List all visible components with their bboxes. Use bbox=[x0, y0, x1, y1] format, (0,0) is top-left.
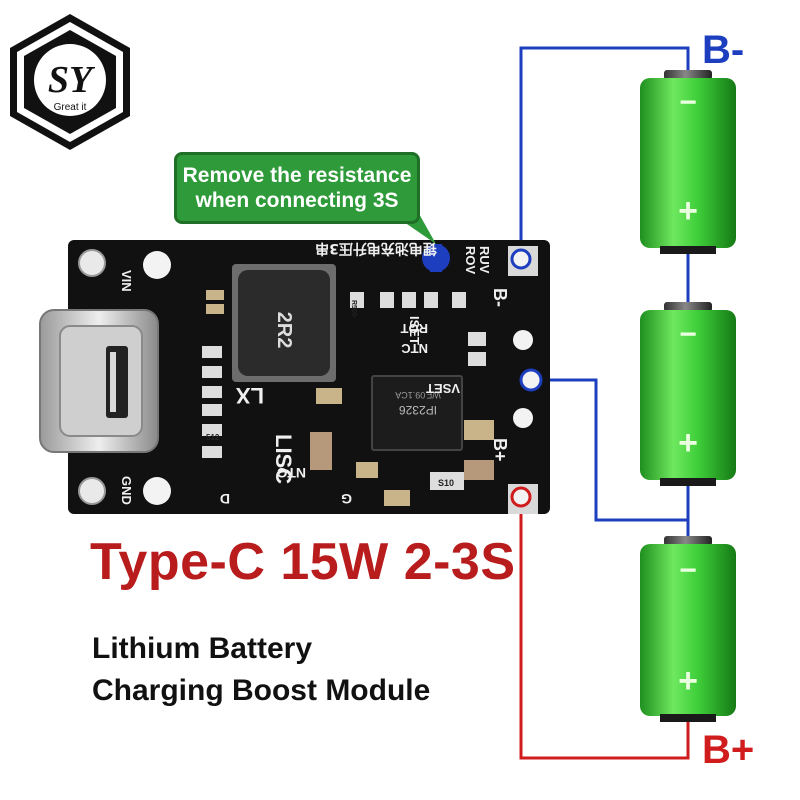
battery-1-plus: + bbox=[678, 192, 698, 230]
silk-s10: S10 bbox=[438, 478, 454, 488]
silk-ntc: NTC bbox=[277, 465, 306, 481]
silk-512: 512 bbox=[206, 433, 220, 442]
main-ic: IP2326 WF.09.1CA bbox=[371, 375, 463, 451]
smd-components bbox=[202, 244, 494, 506]
terminal-negative-label: B- bbox=[702, 28, 745, 72]
callout-line-1: Remove the resistance bbox=[182, 164, 412, 187]
inductor-marking: 2R2 bbox=[273, 312, 295, 349]
brand-logo: SY Great it bbox=[10, 14, 130, 150]
battery-1: − + bbox=[640, 70, 736, 254]
silk-rot: ROT bbox=[401, 321, 429, 336]
pad-mid-3 bbox=[513, 408, 533, 428]
battery-3-plus: + bbox=[678, 662, 698, 700]
hole-mid-top bbox=[143, 251, 171, 279]
hole-bottom-left bbox=[78, 477, 106, 505]
pcb-board: 2R2 IP2326 WF.09.1CA bbox=[39, 240, 550, 514]
silk-r500: R500 bbox=[350, 300, 357, 317]
battery-3-minus: − bbox=[679, 554, 697, 587]
wire-b-plus bbox=[519, 500, 690, 760]
battery-2-plus: + bbox=[678, 424, 698, 462]
battery-1-minus: − bbox=[679, 86, 697, 119]
subtitle-line-1: Lithium Battery bbox=[92, 632, 313, 665]
silk-vin: VIN bbox=[119, 270, 134, 292]
hole-mid-bottom bbox=[143, 477, 171, 505]
inductor: 2R2 bbox=[232, 264, 336, 382]
battery-3: − + bbox=[640, 536, 736, 722]
hole-top-left bbox=[78, 249, 106, 277]
silk-iset: ISET bbox=[407, 316, 422, 345]
ic-marking: IP2326 bbox=[399, 403, 437, 417]
silk-vset: VSET bbox=[426, 381, 460, 396]
battery-2: − + bbox=[640, 302, 736, 486]
brand-tagline: Great it bbox=[54, 102, 87, 113]
silk-b-minus: B- bbox=[490, 288, 510, 307]
silk-ntc-2: NTC bbox=[401, 341, 428, 356]
pad-mid-2 bbox=[519, 368, 543, 392]
subtitle-line-2: Charging Boost Module bbox=[92, 674, 431, 707]
headline: Type-C 15W 2-3S bbox=[90, 533, 516, 591]
usb-c-port bbox=[39, 309, 159, 453]
silk-lx: LX bbox=[236, 383, 264, 408]
wire-b-minus bbox=[519, 46, 690, 246]
silk-d: D bbox=[220, 491, 230, 507]
ic-submarking: WF.09.1CA bbox=[395, 390, 441, 400]
wire-midpoint bbox=[531, 378, 688, 522]
silk-chinese: 锂电池充电升压3串 bbox=[315, 240, 437, 257]
terminal-positive-label: B+ bbox=[702, 728, 755, 772]
pad-b-minus bbox=[510, 248, 532, 270]
silk-b-plus: B+ bbox=[490, 438, 510, 462]
silk-gnd: GND bbox=[119, 476, 134, 505]
wiring bbox=[519, 46, 690, 760]
brand-letters: SY bbox=[48, 59, 96, 101]
pad-mid-1 bbox=[513, 330, 533, 350]
callout-line-2: when connecting 3S bbox=[195, 189, 399, 212]
resistance-callout: Remove the resistance when connecting 3S bbox=[174, 152, 420, 224]
pad-b-plus bbox=[510, 486, 532, 508]
battery-2-minus: − bbox=[679, 318, 697, 351]
silk-rov: ROV bbox=[463, 246, 478, 275]
silk-g: G bbox=[341, 491, 352, 507]
silk-lisc: LISC bbox=[271, 434, 296, 484]
silk-ruv: RUV bbox=[477, 246, 492, 274]
